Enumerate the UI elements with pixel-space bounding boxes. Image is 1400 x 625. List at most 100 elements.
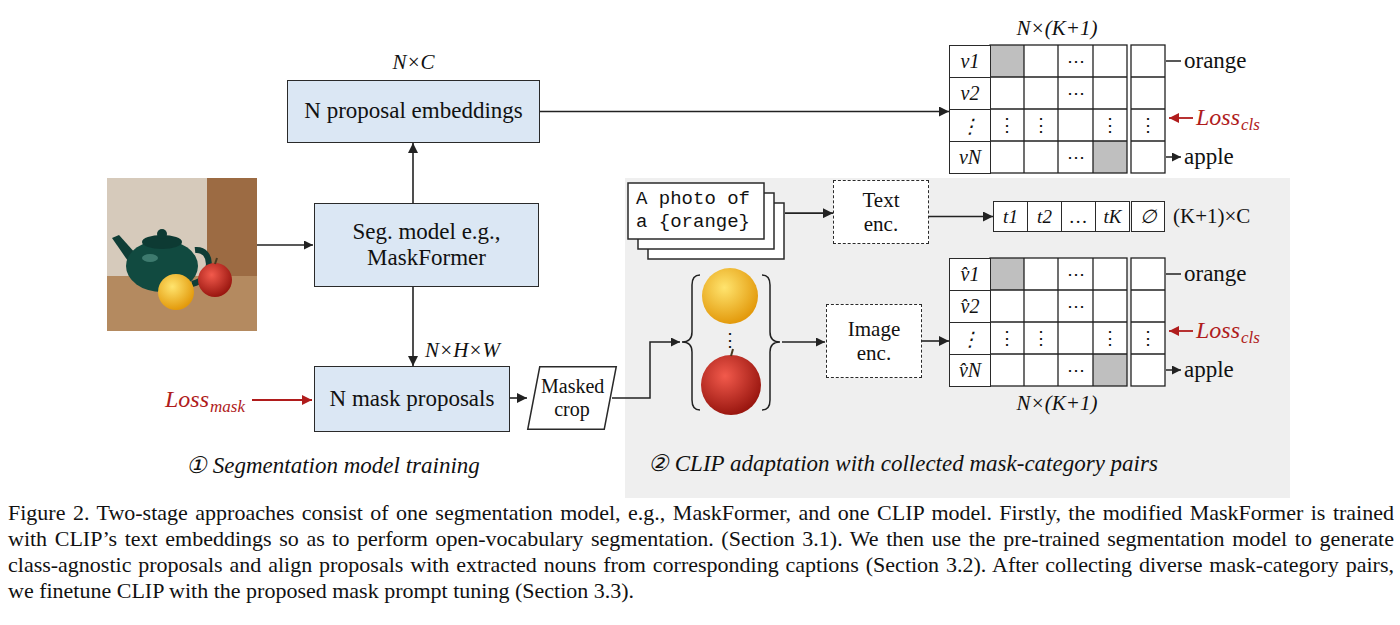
- ellipsis: ⋮: [1032, 116, 1050, 134]
- input-photo: [107, 178, 257, 331]
- dimension-label: N×C: [392, 50, 434, 75]
- matrix-cell: v̂N: [949, 354, 991, 387]
- dimension-label: N×H×W: [425, 338, 500, 363]
- output-lines: [1131, 77, 1165, 141]
- matrix-outline: [990, 45, 1127, 173]
- mask-crops: [612, 268, 825, 415]
- flow-arrow: [929, 216, 993, 218]
- class-name: orange: [1184, 261, 1247, 287]
- photo-apple: [198, 263, 232, 297]
- embedding-symbol: tK: [1104, 206, 1122, 228]
- teapot-knob: [157, 229, 167, 239]
- figure-caption: Figure 2. Two-stage approaches consist o…: [8, 500, 1394, 604]
- matrix-cell: v̂1: [949, 258, 991, 291]
- prompt-template: A photo of a {orange}: [636, 188, 760, 234]
- flow-arrow: [785, 212, 833, 214]
- matrix-lines: [990, 258, 1127, 386]
- output-arrow: [1166, 274, 1181, 370]
- embedding-symbol: v̂2: [961, 295, 980, 318]
- ellipsis: ⋮: [998, 329, 1016, 347]
- embedding-symbol: ⋮: [960, 114, 980, 138]
- encoder-box: Text enc.: [833, 180, 929, 244]
- right-brace: [762, 275, 780, 410]
- loss-subscript: cls: [1241, 328, 1260, 348]
- flow-arrow: [510, 397, 527, 399]
- ellipsis: ⋯: [1067, 84, 1085, 102]
- loss-arrow: [1169, 330, 1193, 332]
- crop-arrow: [782, 341, 825, 343]
- embedding-symbol: t1: [1003, 206, 1018, 228]
- output-column: [1131, 45, 1165, 173]
- node-label: N proposal embeddings: [304, 98, 522, 124]
- parallelogram-outline: [528, 367, 617, 430]
- flow-arrow: [412, 143, 414, 203]
- output-column: [1131, 258, 1165, 386]
- ellipsis: ⋯: [1067, 148, 1085, 166]
- matrix-cell: ⋮: [949, 322, 991, 355]
- score-matrix-top: [990, 45, 1193, 173]
- orange-crop: [702, 268, 758, 324]
- flow-arrow: [412, 287, 414, 366]
- embedding-symbol: v2: [961, 82, 980, 105]
- matrix-cell: v̂2: [949, 290, 991, 323]
- mask-box: N×H×WN mask proposals: [314, 366, 510, 432]
- ellipsis: ⋮: [1139, 116, 1157, 134]
- ellipsis: ⋮: [1101, 329, 1119, 347]
- node-label: Text enc.: [847, 188, 915, 236]
- ellipsis: ⋯: [1067, 52, 1085, 70]
- embedding-symbol: v1: [961, 50, 980, 73]
- embedding-column: v̂1 v̂2 ⋮ v̂N: [949, 258, 990, 386]
- apple-crop: [701, 355, 761, 415]
- crop-arrow: [612, 342, 680, 398]
- matrix-lines: [990, 45, 1127, 173]
- loss-subscript: cls: [1241, 115, 1260, 135]
- dimension-label: N×(K+1): [1017, 391, 1098, 415]
- matrix-ground: [990, 45, 1127, 173]
- ellipsis: ⋯: [1067, 265, 1085, 283]
- teapot-highlight: [142, 254, 158, 262]
- node-label: Image enc.: [840, 317, 908, 365]
- score-matrix-bottom: [990, 258, 1193, 386]
- class-name: apple: [1184, 144, 1234, 170]
- embedding-box: N×CN proposal embeddings: [287, 80, 540, 143]
- loss-arrow: [1169, 117, 1193, 119]
- model-box: Seg. model e.g., MaskFormer: [314, 203, 539, 287]
- apple-stem: [215, 258, 217, 264]
- matrix-cell: vN: [949, 141, 991, 174]
- prompt-stack: A photo of a {orange}: [627, 182, 785, 260]
- section-title: ② CLIP adaptation with collected mask-ca…: [648, 450, 1158, 477]
- matrix-hit: [990, 45, 1024, 77]
- embedding-symbol: vN: [959, 146, 981, 169]
- output-arrow: [1166, 61, 1181, 157]
- matrix-cell: v1: [949, 45, 991, 78]
- flow-arrow: [922, 340, 949, 342]
- ellipsis: ⋯: [1067, 361, 1085, 379]
- text-embedding-row: t1t2…tK∅(K+1)×C: [993, 201, 1165, 232]
- embedding-symbol: v̂1: [961, 263, 980, 286]
- encoder-box: Image enc.: [826, 304, 922, 378]
- output-lines: [1131, 290, 1165, 354]
- matrix-hit: [1093, 141, 1127, 173]
- embedding-symbol: t2: [1037, 206, 1052, 228]
- embedding-column: v1 v2 ⋮ vN: [949, 45, 990, 173]
- node-label: N mask proposals: [330, 386, 495, 412]
- matrix-ground: [990, 258, 1127, 386]
- input-arrow: [257, 244, 313, 246]
- node-label: Masked crop: [541, 375, 603, 421]
- loss-label: Loss: [165, 386, 209, 414]
- matrix-cell: …: [1061, 201, 1096, 232]
- class-name: apple: [1184, 357, 1234, 383]
- ellipsis: ⋮: [1032, 329, 1050, 347]
- ellipsis: ⋮: [721, 331, 739, 349]
- matrix-cell: t2: [1027, 201, 1062, 232]
- ellipsis: ⋮: [998, 116, 1016, 134]
- matrix-cell: tK: [1095, 201, 1130, 232]
- section-title: ① Segmentation model training: [186, 453, 480, 479]
- matrix-cell: ∅: [1131, 201, 1165, 232]
- embedding-symbol: v̂N: [959, 359, 981, 382]
- dimension-label: N×(K+1): [1017, 16, 1098, 40]
- ellipsis: ⋮: [1101, 116, 1119, 134]
- prompt-sheet: [628, 183, 764, 239]
- matrix-hit: [990, 258, 1024, 290]
